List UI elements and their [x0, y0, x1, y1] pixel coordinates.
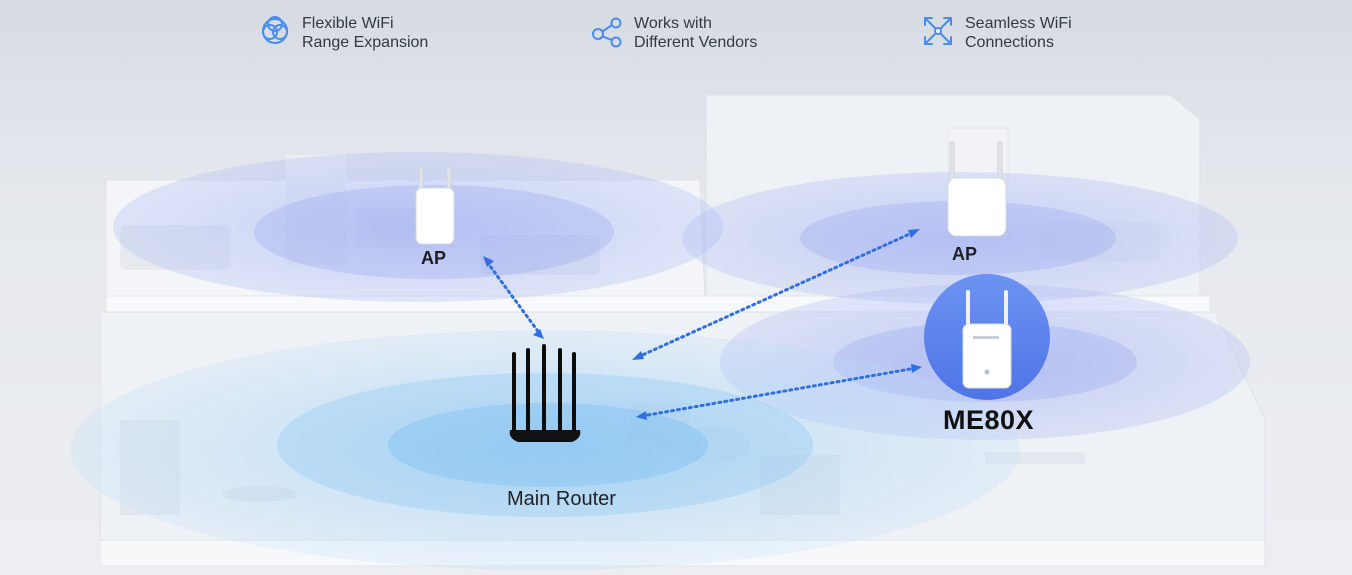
range-expansion-icon	[262, 16, 288, 44]
main-router-device	[509, 344, 581, 442]
ap-right-label: AP	[952, 244, 978, 264]
extender-label: ME80X	[943, 405, 1035, 435]
link-arrowheads	[483, 229, 922, 420]
feature-vendors: Works with Different Vendors	[590, 14, 757, 52]
coverage-inner-router	[388, 403, 708, 487]
feature-line-2: Connections	[965, 34, 1054, 51]
share-nodes-icon	[592, 17, 622, 48]
ap-left-device	[415, 167, 455, 245]
feature-line-1: Seamless WiFi	[965, 15, 1072, 32]
feature-line-1: Works with	[634, 15, 712, 32]
expand-arrows-icon	[924, 17, 952, 45]
link-router-extender	[640, 366, 918, 418]
coverage-outer-router	[70, 330, 1020, 570]
feature-range-expansion: Flexible WiFi Range Expansion	[258, 14, 428, 52]
link-router-ap-right	[636, 230, 916, 359]
main-router-label: Main Router	[507, 488, 616, 510]
feature-line-2: Range Expansion	[302, 34, 429, 51]
feature-line-2: Different Vendors	[634, 34, 758, 51]
me80x-device	[924, 274, 1050, 400]
coverage-outer-ap-right	[682, 172, 1238, 304]
ap-right-device	[947, 141, 1007, 237]
coverage-inner-ap-right	[800, 201, 1116, 275]
feature-seamless: Seamless WiFi Connections	[921, 14, 1072, 52]
feature-line-1: Flexible WiFi	[302, 15, 394, 32]
coverage-zones	[70, 152, 1250, 570]
wireless-links	[485, 230, 918, 418]
ap-left-label: AP	[421, 248, 447, 268]
link-router-ap-left	[485, 260, 542, 336]
